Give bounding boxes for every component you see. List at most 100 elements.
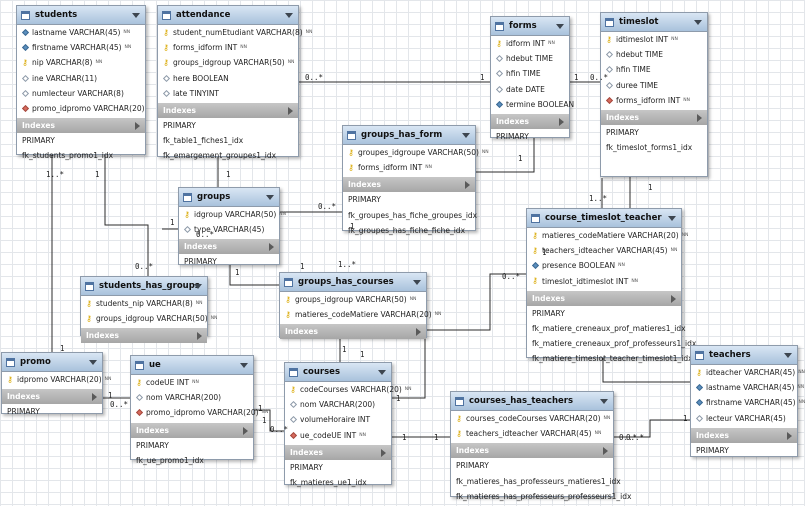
indexes-header[interactable]: Indexes <box>601 109 707 125</box>
index-row[interactable]: fk_groupes_has_fiche_groupes_idx <box>348 210 478 220</box>
column-row[interactable]: hfin TIME <box>491 66 569 81</box>
collapse-arrow-icon[interactable] <box>240 363 248 368</box>
table-header[interactable]: attendance <box>158 6 298 25</box>
column-row[interactable]: numlecteur VARCHAR(8) <box>17 86 145 101</box>
column-row[interactable]: lecteur VARCHAR(45) <box>691 411 797 426</box>
indexes-header[interactable]: Indexes <box>527 290 681 306</box>
column-row[interactable]: lastname VARCHAR(45)NN <box>17 25 145 40</box>
collapse-arrow-icon[interactable] <box>694 20 702 25</box>
column-row[interactable]: type VARCHAR(45) <box>179 222 279 237</box>
column-row[interactable]: ⚷idteacher VARCHAR(45)NN <box>691 365 805 380</box>
table-attendance[interactable]: attendance⚷student_numEtudiant VARCHAR(8… <box>157 5 312 160</box>
table-header[interactable]: forms <box>491 17 569 36</box>
index-row[interactable]: PRIMARY <box>136 440 169 450</box>
table-header[interactable]: courses_has_teachers <box>451 392 613 411</box>
column-row[interactable]: volumeHoraire INT <box>285 412 391 427</box>
column-row[interactable]: lastname VARCHAR(45)NN <box>691 380 804 395</box>
column-row[interactable]: ⚷groups_idgroup VARCHAR(50)NN <box>81 311 217 326</box>
column-row[interactable]: ine VARCHAR(11) <box>17 71 145 86</box>
collapse-arrow-icon[interactable] <box>285 13 293 18</box>
indexes-header[interactable]: Indexes <box>285 444 391 460</box>
table-header[interactable]: ue <box>131 356 253 375</box>
expand-arrow-icon[interactable] <box>92 393 97 402</box>
expand-arrow-icon[interactable] <box>787 431 792 440</box>
index-row[interactable]: PRIMARY <box>496 132 529 142</box>
index-row[interactable]: fk_matiere_creneaux_prof_professeurs1_id… <box>532 339 697 349</box>
index-row[interactable]: PRIMARY <box>606 128 639 138</box>
collapse-arrow-icon[interactable] <box>266 195 274 200</box>
index-row[interactable]: PRIMARY <box>290 462 323 472</box>
collapse-arrow-icon[interactable] <box>132 13 140 18</box>
column-row[interactable]: promo_idpromo VARCHAR(20)NN <box>131 405 268 420</box>
column-row[interactable]: date DATE <box>491 82 569 97</box>
column-row[interactable]: firstname VARCHAR(45)NN <box>691 395 805 410</box>
index-row[interactable]: PRIMARY <box>22 136 55 146</box>
index-row[interactable]: fk_matieres_has_professeurs_matieres1_id… <box>456 476 621 486</box>
table-header[interactable]: teachers <box>691 346 797 365</box>
column-row[interactable]: ⚷idgroup VARCHAR(50)NN <box>179 207 286 222</box>
column-row[interactable]: ⚷groups_idgroup VARCHAR(50)NN <box>158 55 298 70</box>
index-row[interactable]: fk_matiere_creneaux_prof_matieres1_idx <box>532 324 686 334</box>
indexes-header[interactable]: Indexes <box>2 389 102 405</box>
column-row[interactable]: ⚷groupes_idgroupe VARCHAR(50)NN <box>343 145 489 160</box>
index-row[interactable]: PRIMARY <box>348 195 381 205</box>
index-row[interactable]: PRIMARY <box>7 407 40 417</box>
expand-arrow-icon[interactable] <box>243 426 248 435</box>
table-students-has-groups[interactable]: students_has_groups⚷students_nip VARCHAR… <box>80 276 217 344</box>
table-header[interactable]: groups_has_form <box>343 126 475 145</box>
expand-arrow-icon[interactable] <box>671 294 676 303</box>
column-row[interactable]: ⚷nip VARCHAR(8)NN <box>17 55 145 70</box>
expand-arrow-icon[interactable] <box>603 447 608 456</box>
indexes-header[interactable]: Indexes <box>343 177 475 193</box>
table-header[interactable]: groups_has_courses <box>280 273 426 292</box>
indexes-header[interactable]: Indexes <box>131 422 253 438</box>
expand-arrow-icon[interactable] <box>269 243 274 252</box>
index-row[interactable]: fk_emargement_groupes1_idx <box>163 151 277 161</box>
column-row[interactable]: firstname VARCHAR(45)NN <box>17 40 145 55</box>
column-row[interactable]: hdebut TIME <box>491 51 569 66</box>
expand-arrow-icon[interactable] <box>197 332 202 341</box>
index-row[interactable]: fk_ue_promo1_idx <box>136 455 204 465</box>
column-row[interactable]: nom VARCHAR(200) <box>131 390 253 405</box>
index-row[interactable]: fk_matieres_ue1_idx <box>290 478 367 488</box>
collapse-arrow-icon[interactable] <box>378 370 386 375</box>
collapse-arrow-icon[interactable] <box>668 216 676 221</box>
index-row[interactable]: fk_matieres_has_professeurs_professeurs1… <box>456 491 632 501</box>
indexes-header[interactable]: Indexes <box>179 239 279 255</box>
table-header[interactable]: courses <box>285 363 391 382</box>
column-row[interactable]: hfin TIME <box>601 62 707 77</box>
table-header[interactable]: students_has_groups <box>81 277 207 296</box>
relationship-line[interactable] <box>104 155 149 276</box>
column-row[interactable]: ⚷groups_idgroup VARCHAR(50)NN <box>280 292 426 307</box>
column-row[interactable]: ⚷codeCourses VARCHAR(20)NN <box>285 382 411 397</box>
expand-arrow-icon[interactable] <box>465 181 470 190</box>
indexes-header[interactable]: Indexes <box>81 328 207 344</box>
expand-arrow-icon[interactable] <box>697 113 702 122</box>
index-row[interactable]: fk_groupes_has_fiche_fiche_idx <box>348 225 466 235</box>
table-courses-has-teachers[interactable]: courses_has_teachers⚷courses_codeCourses… <box>450 391 631 501</box>
expand-arrow-icon[interactable] <box>135 122 140 131</box>
collapse-arrow-icon[interactable] <box>89 360 97 365</box>
column-row[interactable]: ⚷matieres_codeMatiere VARCHAR(20)NN <box>280 307 441 322</box>
table-header[interactable]: promo <box>2 353 102 372</box>
collapse-arrow-icon[interactable] <box>600 399 608 404</box>
indexes-header[interactable]: Indexes <box>158 102 298 118</box>
table-course-timeslot-teacher[interactable]: course_timeslot_teacher⚷matieres_codeMat… <box>526 208 697 363</box>
column-row[interactable]: ⚷teachers_idteacher VARCHAR(45)NN <box>451 426 613 441</box>
column-row[interactable]: here BOOLEAN <box>158 71 298 86</box>
collapse-arrow-icon[interactable] <box>784 353 792 358</box>
expand-arrow-icon[interactable] <box>288 106 293 115</box>
